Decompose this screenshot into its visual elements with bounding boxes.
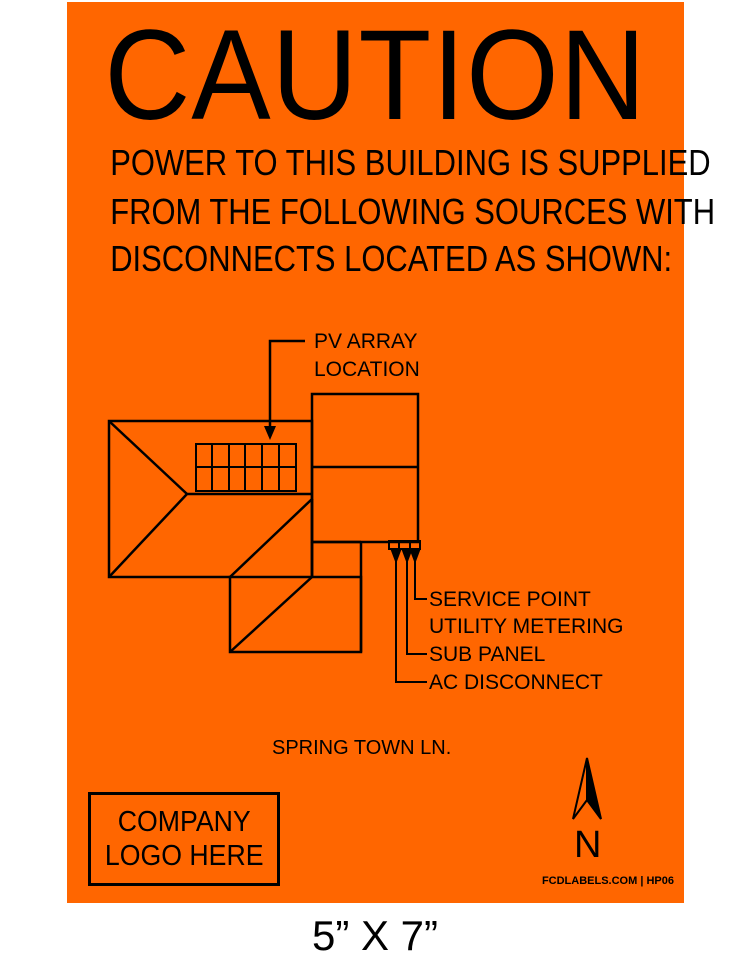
label-ac-disconnect: AC DISCONNECT [429,671,603,694]
label-utility-metering: UTILITY METERING [429,615,624,638]
lower-wing-roof [228,499,363,654]
pv-array-label-line-2: LOCATION [314,358,420,381]
pv-array [195,443,297,492]
company-logo-placeholder: COMPANY LOGO HERE [88,792,280,886]
label-service-point: SERVICE POINT [429,588,591,611]
pv-array-leader [264,339,305,440]
intro-line-2: FROM THE FOLLOWING SOURCES WITH [110,191,716,232]
size-caption: 5” X 7” [311,912,439,959]
logo-line-1: COMPANY [117,806,251,838]
north-arrow-icon [572,757,602,820]
site-plan-diagram [107,339,602,820]
right-building [310,392,420,544]
logo-line-2: LOGO HERE [104,840,264,872]
intro-line-3: DISCONNECTS LOCATED AS SHOWN: [110,238,673,279]
equipment-leaders [390,548,427,683]
caution-heading: CAUTION [104,4,647,147]
pv-array-label-line-1: PV ARRAY [314,330,418,353]
caution-sign: CAUTION POWER TO THIS BUILDING IS SUPPLI… [67,2,716,903]
product-id: FCDLABELS.COM | HP06 [541,875,674,887]
label-sub-panel: SUB PANEL [429,643,546,666]
intro-line-1: POWER TO THIS BUILDING IS SUPPLIED [110,142,711,183]
north-label: N [574,824,602,866]
street-name: SPRING TOWN LN. [272,737,452,759]
